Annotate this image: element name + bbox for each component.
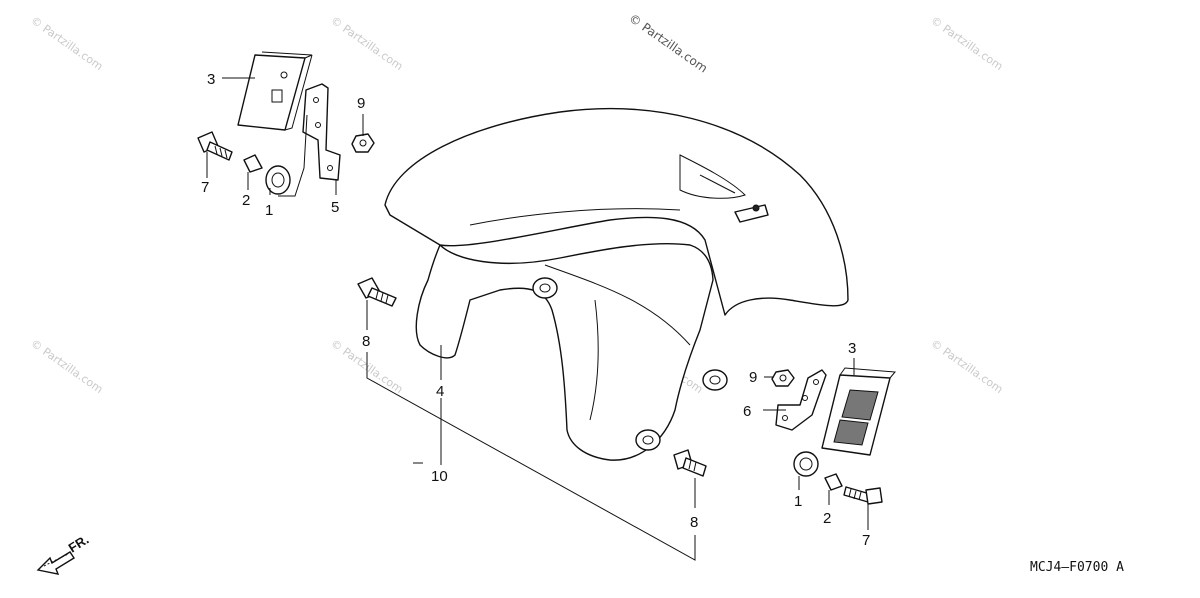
callout-2: 2 xyxy=(242,192,250,209)
callouts: 3 9 7 2 1 5 8 4 10 3 9 6 1 2 7 8 xyxy=(201,71,870,549)
watermark: © Partzilla.com xyxy=(928,337,1005,396)
callout-7: 7 xyxy=(862,532,870,549)
reflector-right xyxy=(821,367,897,456)
callout-4: 4 xyxy=(436,383,444,400)
callout-1: 1 xyxy=(265,202,273,219)
callout-5: 5 xyxy=(331,199,339,216)
callout-10: 10 xyxy=(431,468,448,485)
callout-8: 8 xyxy=(362,333,370,350)
watermark: © Partzilla.com xyxy=(328,14,405,73)
callout-9: 9 xyxy=(749,369,757,386)
callout-7: 7 xyxy=(201,179,209,196)
front-direction-indicator: FR. xyxy=(36,532,91,575)
watermark: © Partzilla.com xyxy=(28,14,105,73)
watermark: © Partzilla.com xyxy=(28,337,105,396)
reflector-left xyxy=(237,51,313,131)
callout-3: 3 xyxy=(848,340,856,357)
callout-2: 2 xyxy=(823,510,831,527)
bracket-left xyxy=(302,83,341,181)
callout-3: 3 xyxy=(207,71,215,88)
callout-9: 9 xyxy=(357,95,365,112)
watermark: © Partzilla.com xyxy=(928,14,1005,73)
diagram-code: MCJ4–F0700 A xyxy=(1030,560,1124,575)
leader-lines xyxy=(206,77,869,561)
bolts-8 xyxy=(357,277,707,477)
bracket-right xyxy=(775,369,827,431)
front-fender xyxy=(384,107,849,461)
direction-arrow-icon xyxy=(36,551,75,575)
watermark-featured: © Partzilla.com xyxy=(626,11,710,76)
hardware-left xyxy=(197,131,375,195)
callout-1: 1 xyxy=(794,493,802,510)
hardware-right xyxy=(771,369,883,505)
callout-6: 6 xyxy=(743,403,751,420)
callout-8: 8 xyxy=(690,514,698,531)
